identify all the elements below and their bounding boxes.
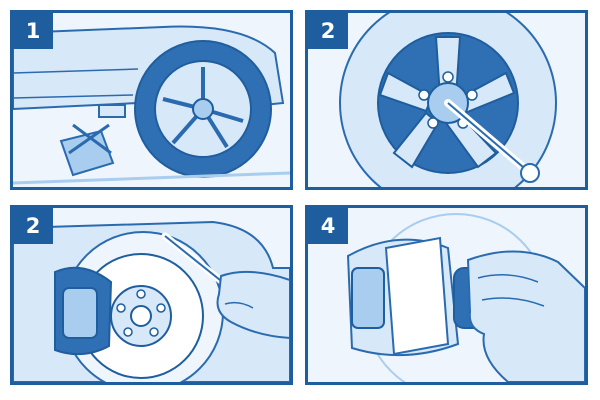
step-number-badge: 4 xyxy=(308,208,348,244)
step-panel-3: 2 xyxy=(10,205,293,385)
caliper-removal-illustration xyxy=(13,220,290,382)
step-panel-4: 4 xyxy=(305,205,588,385)
step-number-badge: 2 xyxy=(13,208,53,244)
hub-center xyxy=(130,305,152,327)
brake-caliper xyxy=(54,266,113,356)
ground-line xyxy=(13,171,290,185)
step-number-badge: 1 xyxy=(13,13,53,49)
step-number-badge: 2 xyxy=(308,13,348,49)
lug-wrench xyxy=(444,99,540,183)
hub xyxy=(192,98,214,120)
car-trim-line xyxy=(13,68,139,74)
hand xyxy=(466,250,585,382)
step-panel-1: 1 xyxy=(10,10,293,190)
car-jack-illustration xyxy=(13,25,290,185)
wheel-studs xyxy=(116,289,166,337)
step-panel-2: 2 xyxy=(305,10,588,190)
caliper-inspection-illustration xyxy=(346,213,585,382)
car-jack xyxy=(59,104,126,177)
hand xyxy=(216,270,290,340)
car-sill-line xyxy=(13,94,134,99)
lug-wrench-illustration xyxy=(339,13,557,187)
